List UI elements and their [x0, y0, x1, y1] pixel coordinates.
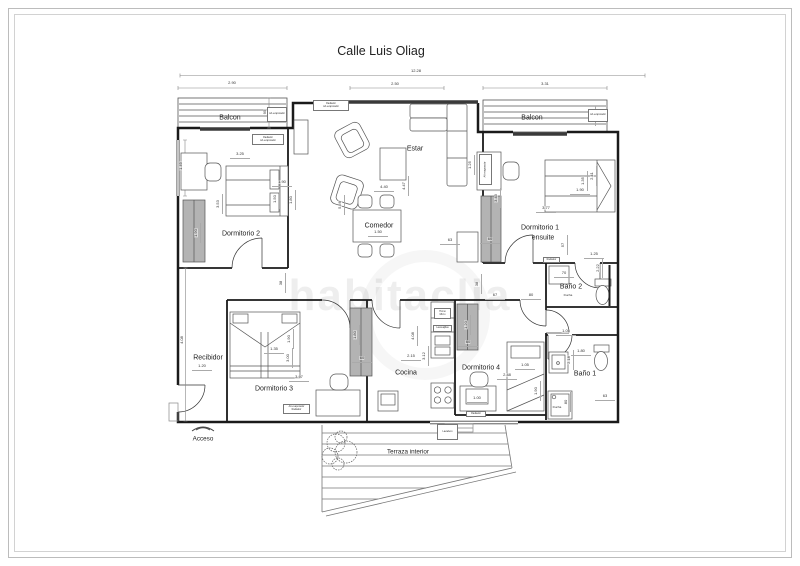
exterior-walls	[176, 101, 620, 424]
furniture-dormitorio-3	[229, 307, 373, 417]
plant	[321, 430, 358, 471]
dimension-lines	[177, 73, 646, 422]
furniture-dormitorio-4	[456, 303, 545, 412]
outer-frame	[8, 8, 792, 558]
inner-frame	[14, 14, 786, 552]
terraza-deck	[321, 424, 517, 517]
furniture-estar	[293, 103, 468, 210]
windows	[176, 100, 567, 425]
furniture-cocina	[377, 301, 455, 412]
furniture-bano-2	[548, 265, 612, 306]
furniture-dormitorio-2	[180, 152, 289, 263]
plan-title: Calle Luis Oliag	[337, 44, 425, 58]
furniture-comedor	[352, 194, 402, 258]
furniture-bano-1	[547, 344, 610, 420]
acceso-arrow-icon	[191, 426, 215, 432]
furniture-dormitorio-1	[456, 151, 616, 263]
